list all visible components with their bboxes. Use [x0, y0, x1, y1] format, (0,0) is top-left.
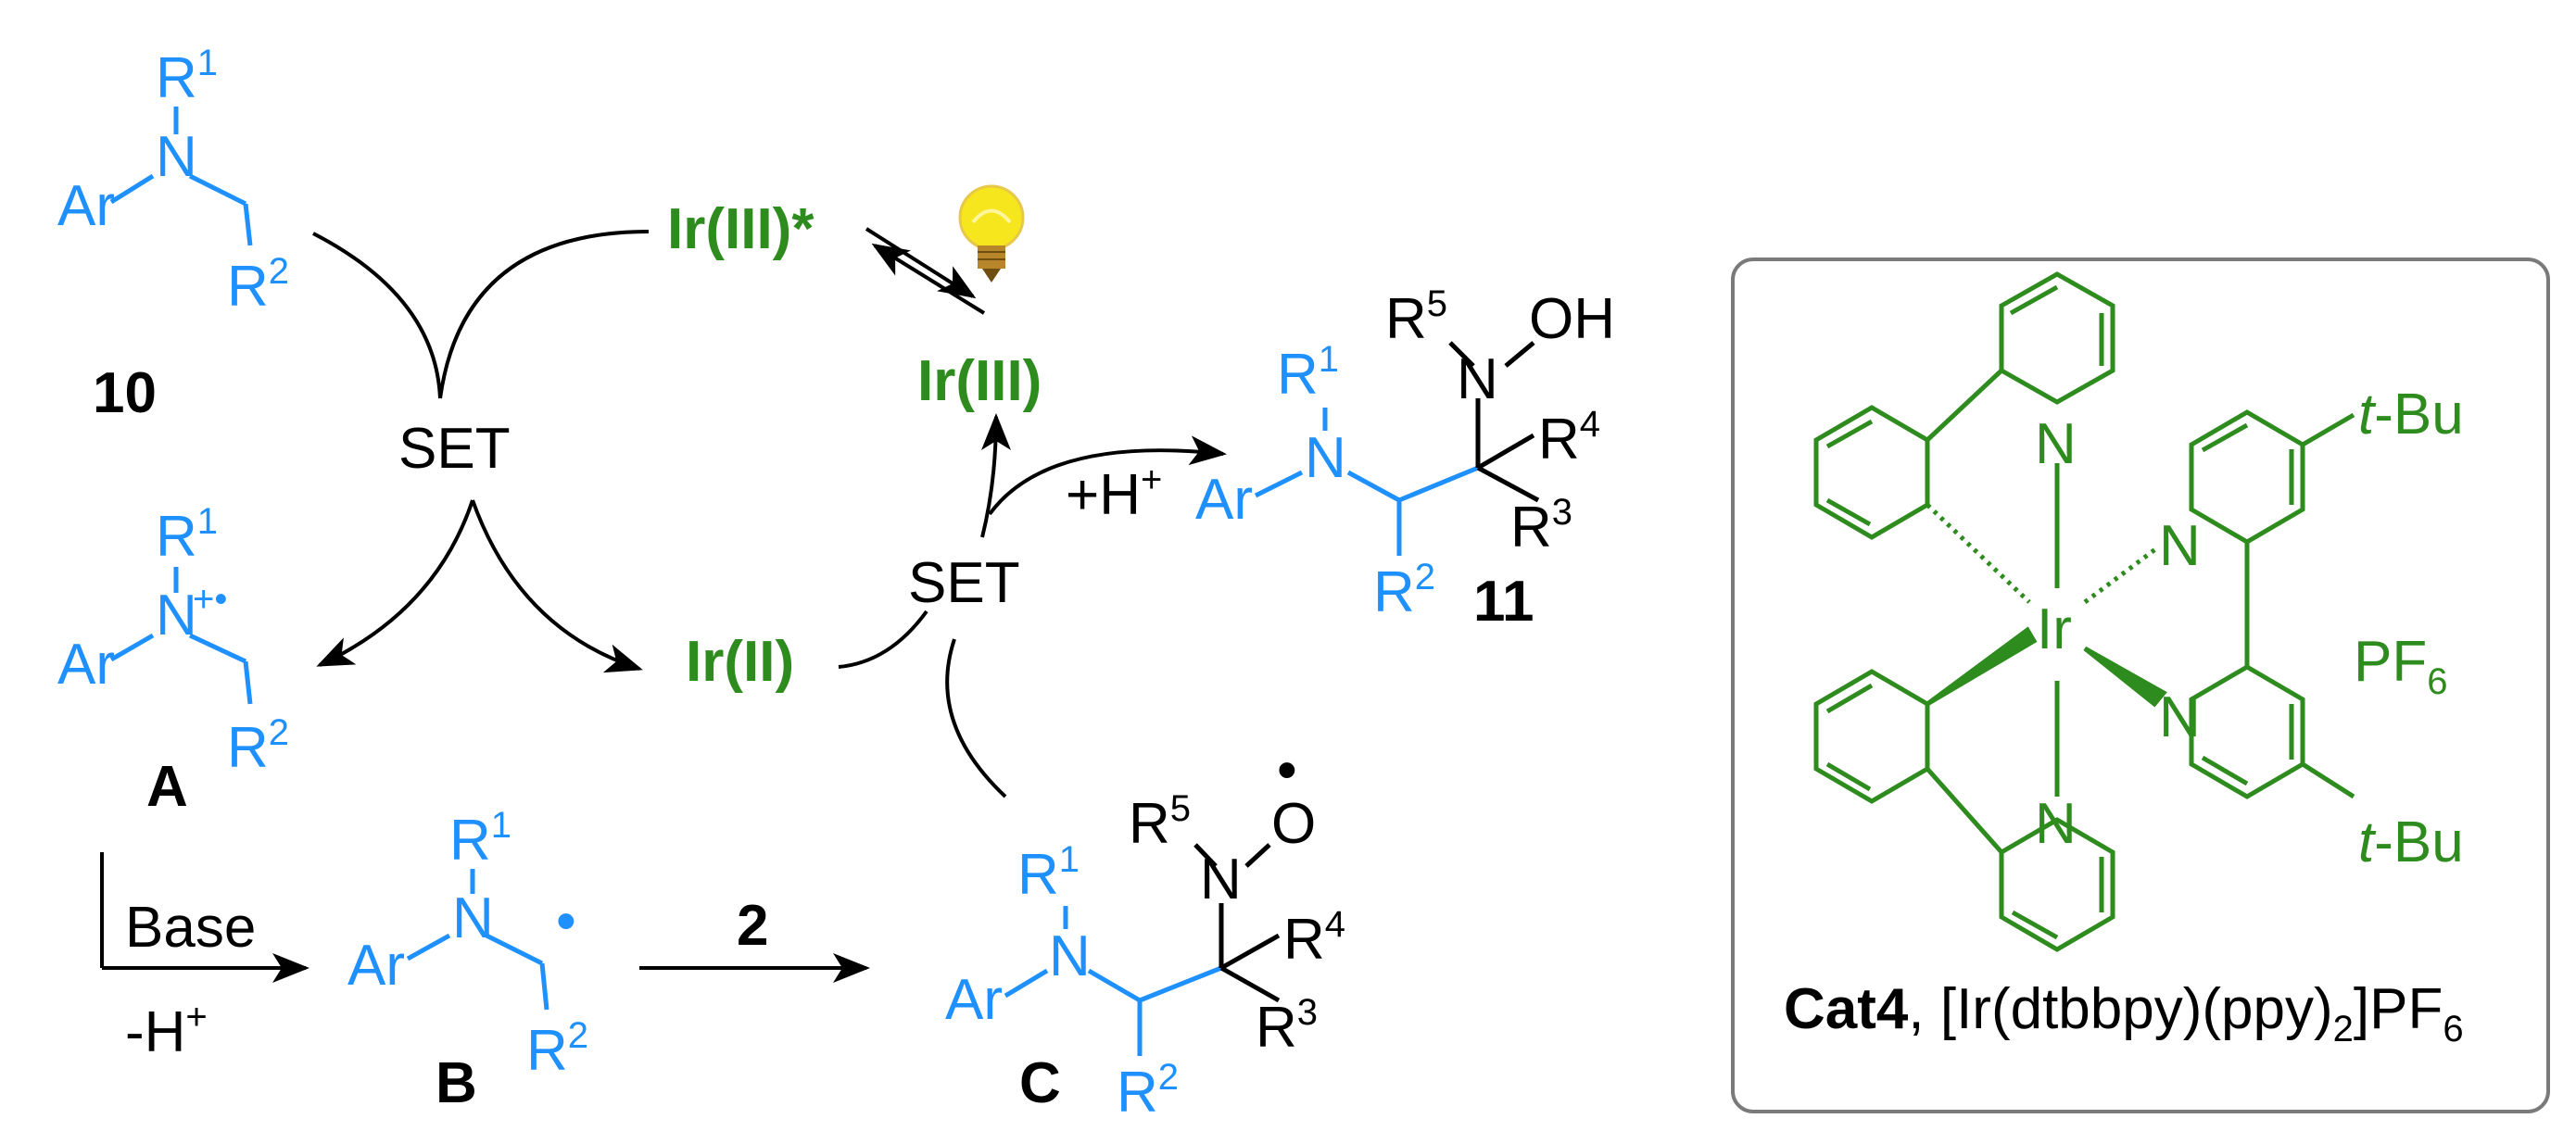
r1-label: R1	[156, 501, 218, 569]
hydroxyl-label: OH	[1529, 287, 1615, 351]
r1-label: R1	[449, 805, 511, 873]
deprotonation-arrow	[100, 852, 309, 983]
aryl-label: Ar	[57, 633, 115, 697]
r1-label: R1	[1017, 839, 1080, 907]
hydroxylamine-n: N	[1457, 347, 1498, 411]
r1-label: R1	[1277, 339, 1339, 407]
amine-n: N	[1049, 924, 1091, 988]
right-set-arcs	[838, 413, 1227, 798]
compound-10: Ar N R1 R2	[57, 43, 289, 319]
catalyst-caption: Cat4, [Ir(dtbbpy)(ppy)2]PF6	[1784, 977, 2464, 1049]
r3-label: R3	[1510, 492, 1572, 559]
r2-label: R2	[1117, 1057, 1179, 1125]
product-11: Ar N R1 R2 N R5 OH R4 R3	[1195, 283, 1615, 624]
bipyridine-n-bottom: N	[2159, 685, 2201, 749]
ir-ii: Ir(II)	[686, 630, 794, 694]
set-label-right: SET	[908, 551, 1020, 615]
iridium-center: Ir	[2037, 597, 2072, 661]
pyridine-n-bottom: N	[2035, 792, 2077, 856]
set-label-left: SET	[398, 417, 511, 481]
ir-iii: Ir(III)	[917, 349, 1042, 413]
compound-10-label: 10	[93, 361, 157, 425]
compound-B-label: B	[436, 1051, 477, 1115]
aryl-label: Ar	[347, 934, 405, 998]
compound-A-label: A	[146, 755, 188, 819]
carbon-radical-dot: •	[556, 889, 576, 953]
ir-iii-excited: Ir(III)*	[667, 197, 814, 261]
light-bulb-icon	[958, 184, 1025, 283]
base-label: Base	[125, 896, 256, 960]
amine-n: N	[156, 125, 197, 189]
compound-A: Ar N +• R1 R2	[57, 501, 289, 780]
r2-label: R2	[227, 712, 289, 780]
protonation-label: +H+	[1066, 459, 1162, 527]
left-set-arcs	[312, 230, 650, 673]
r4-label: R4	[1538, 404, 1600, 471]
bipyridine-n-top: N	[2159, 514, 2201, 578]
compound-11-label: 11	[1473, 570, 1534, 634]
aryl-label: Ar	[1195, 468, 1253, 532]
r3-label: R3	[1256, 992, 1318, 1060]
r4-label: R4	[1283, 904, 1345, 972]
oxygen-radical-dot: •	[1277, 738, 1297, 802]
amine-n: N	[156, 584, 197, 647]
aminoxyl-n: N	[1200, 848, 1242, 911]
compound-C: Ar N R1 R2 N R5 O • R4 R3	[945, 738, 1345, 1125]
r1-label: R1	[156, 43, 218, 110]
reagent-2-label: 2	[737, 894, 768, 958]
tert-butyl-top: t-Bu	[2358, 383, 2464, 446]
compound-C-label: C	[1019, 1051, 1061, 1115]
r2-label: R2	[227, 251, 289, 319]
radical-cation-charge: +•	[193, 579, 227, 620]
iridium-complex-structure	[1813, 271, 2355, 952]
excitation-equilibrium-arrows	[865, 227, 986, 315]
compound-B: Ar N • R1 R2	[347, 805, 588, 1083]
r2-label: R2	[1373, 557, 1435, 624]
deprotonation-label: -H+	[125, 997, 208, 1064]
counterion-label: PF6	[2354, 630, 2447, 702]
r5-label: R5	[1129, 788, 1191, 856]
amine-n: N	[1305, 426, 1346, 490]
amine-n: N	[452, 886, 494, 950]
r2-label: R2	[526, 1015, 588, 1083]
catalyst-box: Ir N N N N t-Bu t-Bu PF6 Cat4, [Ir(dtbbp…	[1731, 258, 2550, 1113]
r5-label: R5	[1385, 283, 1447, 351]
pyridine-n-top: N	[2035, 412, 2077, 476]
tert-butyl-bottom: t-Bu	[2358, 811, 2464, 874]
aryl-label: Ar	[57, 174, 115, 238]
aryl-label: Ar	[945, 968, 1003, 1032]
aminoxyl-o: O	[1271, 792, 1316, 856]
